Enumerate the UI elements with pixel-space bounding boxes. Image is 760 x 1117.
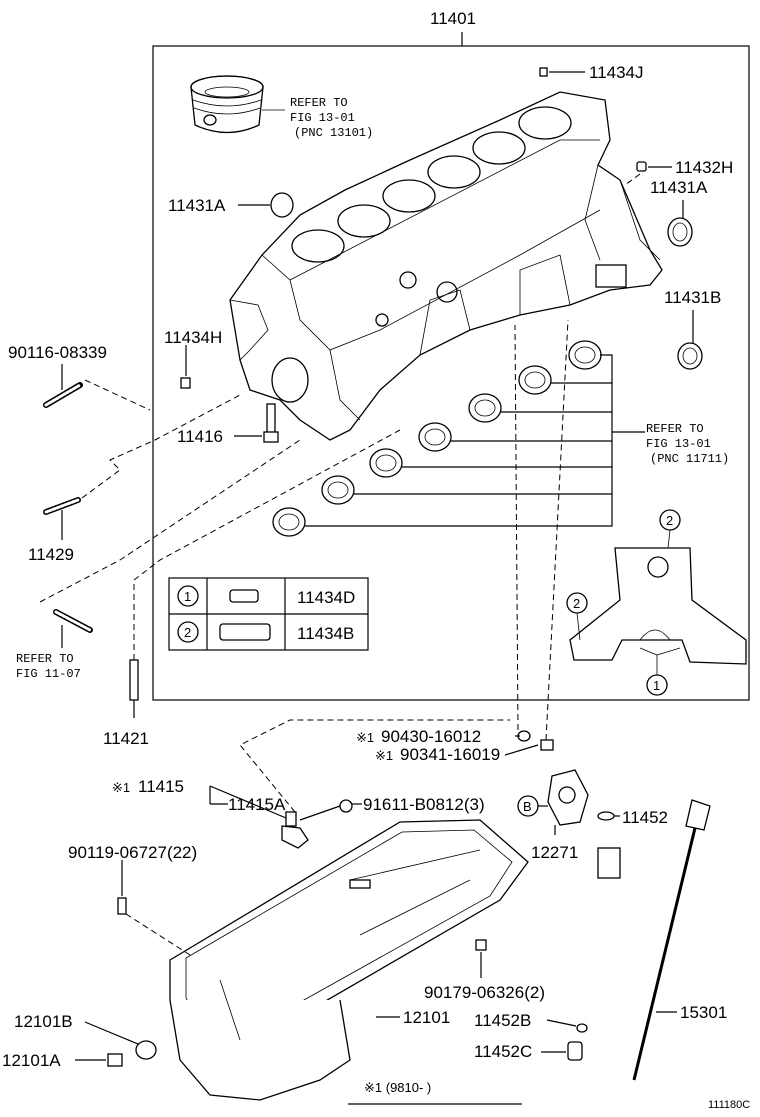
label-11434H[interactable]: 11434H [164, 328, 222, 347]
oil-jet-icon [514, 319, 569, 751]
svg-text:REFER TO: REFER TO [16, 652, 74, 666]
label-11421[interactable]: 11421 [103, 729, 149, 748]
dipstick-guide-11452-icon [584, 811, 621, 1021]
label-15301[interactable]: 15301 [680, 1003, 727, 1022]
mark-B: B [523, 799, 532, 814]
label-11434J[interactable]: 11434J [589, 63, 644, 82]
block-assembly-frame [152, 32, 750, 701]
label-12101[interactable]: 12101 [403, 1008, 450, 1027]
bolt-90119-icon [117, 860, 191, 956]
legend-row1-num: 1 [184, 589, 191, 604]
svg-text:(PNC 13101): (PNC 13101) [294, 126, 373, 140]
cylinder-block-icon [229, 91, 663, 441]
label-11431B[interactable]: 11431B [664, 288, 721, 307]
gasket-callout-left: 2 [573, 596, 580, 611]
plug-11432H-icon [624, 161, 672, 186]
label-11416[interactable]: 11416 [177, 427, 223, 446]
stud-reference-note: REFER TO FIG 11-07 [16, 652, 81, 681]
footnote: ※1 (9810- ) [364, 1080, 431, 1095]
bolt-11452C-icon [541, 1041, 583, 1061]
drain-plug-12101A-icon [75, 1053, 123, 1067]
label-90119[interactable]: 90119-06727(22) [68, 843, 197, 862]
label-11415[interactable]: 11415 [138, 777, 184, 796]
plug-11431A-left-icon [238, 192, 294, 218]
stud-ref-icon [39, 439, 301, 648]
pin-11421-icon [129, 429, 401, 718]
label-11401[interactable]: 11401 [430, 9, 476, 28]
label-12101A[interactable]: 12101A [2, 1051, 61, 1070]
gasket-callout-top: 2 [666, 513, 673, 528]
bolt-90179-icon [475, 939, 487, 978]
oil-pump-12271-icon [517, 769, 589, 835]
legend-row1-part[interactable]: 11434D [297, 588, 355, 607]
gasket-12101B-icon [84, 1021, 157, 1060]
label-11431A-right[interactable]: 11431A [650, 178, 708, 197]
legend-row2-part[interactable]: 11434B [297, 624, 354, 643]
label-90430[interactable]: 90430-16012 [381, 727, 481, 746]
gasket-callout-bottom: 1 [653, 678, 660, 693]
piston-reference-note: REFER TO FIG 13-01 (PNC 13101) [290, 96, 373, 140]
gasket-detail-icon [566, 509, 747, 696]
seal-legend-table [168, 577, 369, 651]
label-11429[interactable]: 11429 [28, 545, 74, 564]
bolt-11416-icon [234, 403, 279, 443]
label-11452B[interactable]: 11452B [474, 1011, 531, 1030]
bolt-91611-icon [299, 799, 362, 821]
legend-row2-num: 2 [184, 625, 191, 640]
label-12271[interactable]: 12271 [531, 843, 578, 862]
label-90116[interactable]: 90116-08339 [8, 343, 107, 362]
svg-text:(PNC 11711): (PNC 11711) [650, 452, 729, 466]
label-90341[interactable]: 90341-16019 [400, 745, 500, 764]
crankshaft-bearings-icon [272, 340, 645, 537]
label-90179[interactable]: 90179-06326(2) [424, 983, 545, 1002]
label-11431A-left[interactable]: 11431A [168, 196, 226, 215]
bearing-reference-note: REFER TO FIG 13-01 (PNC 11711) [646, 422, 729, 466]
label-11432H[interactable]: 11432H [675, 158, 733, 177]
svg-text:REFER TO: REFER TO [290, 96, 348, 110]
dipstick-15301-icon [632, 799, 711, 1081]
figure-code: 111180C [708, 1099, 750, 1111]
breather-11415-icon [209, 719, 510, 849]
stud-11429-icon [43, 394, 241, 540]
pin-11434J-icon [539, 67, 585, 77]
label-11415A[interactable]: 11415A [228, 795, 286, 814]
stud-90116-icon [43, 364, 151, 411]
label-12101B[interactable]: 12101B [14, 1012, 73, 1031]
label-11452[interactable]: 11452 [622, 808, 668, 827]
star-90341: ※1 [375, 748, 393, 763]
svg-text:FIG 13-01: FIG 13-01 [646, 437, 711, 451]
star-90430: ※1 [356, 730, 374, 745]
o-ring-11452B-icon [546, 1019, 588, 1033]
svg-text:REFER TO: REFER TO [646, 422, 704, 436]
pin-11434H-icon [180, 345, 191, 389]
oil-pan-12101-icon [169, 819, 529, 1101]
piston-icon [190, 75, 285, 134]
plug-11431A-right-icon [667, 200, 693, 247]
label-91611[interactable]: 91611-B0812(3) [363, 795, 485, 814]
label-11452C[interactable]: 11452C [474, 1042, 532, 1061]
star-11415: ※1 [112, 780, 130, 795]
plug-11431B-icon [677, 310, 703, 370]
svg-text:FIG 11-07: FIG 11-07 [16, 667, 81, 681]
svg-text:FIG 13-01: FIG 13-01 [290, 111, 355, 125]
